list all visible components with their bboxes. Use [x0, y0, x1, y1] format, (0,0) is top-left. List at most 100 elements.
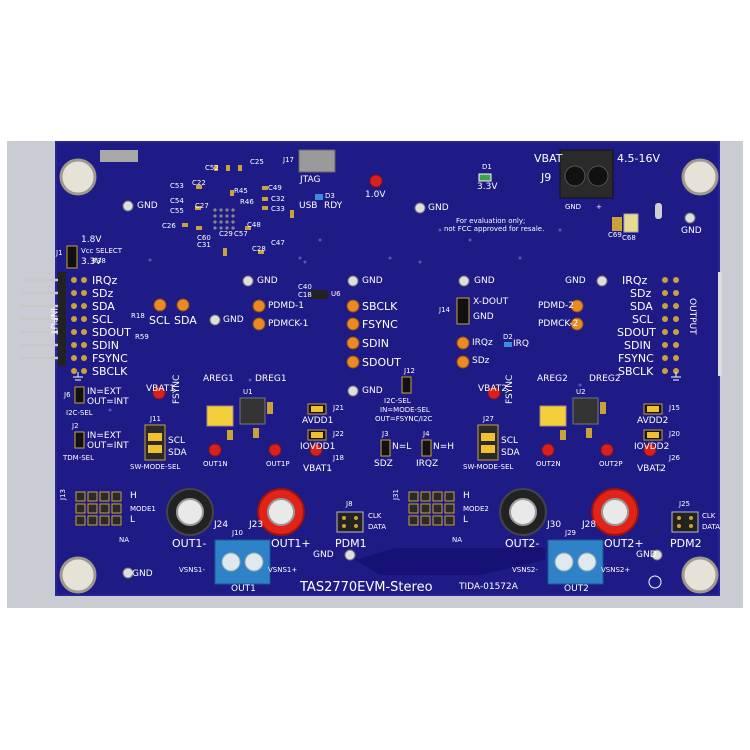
irqz-tp-label: IRQz	[472, 338, 493, 348]
ground-pour-region	[355, 548, 545, 575]
mode2-label: MODE2	[463, 505, 489, 513]
vsns1-minus-label: VSNS1-	[179, 566, 205, 574]
crystal	[655, 203, 662, 219]
out2n-label: OUT2N	[536, 460, 561, 468]
render-background-right	[720, 141, 743, 608]
pdm2-label: PDM2	[670, 537, 702, 550]
gnd-test-points	[122, 200, 696, 579]
j21-label: J21	[333, 404, 344, 412]
c53-label: C53	[170, 182, 184, 190]
u6-chip	[310, 290, 328, 299]
right-pin-sdz: SDz	[630, 287, 652, 300]
ch2-na-label: NA	[452, 536, 463, 544]
left-pin-sdin: SDIN	[92, 339, 119, 352]
c49-label: C49	[268, 184, 282, 192]
r18-label: R18	[131, 312, 145, 320]
j2-label: J2	[72, 422, 79, 430]
ground-symbol-left	[73, 372, 83, 381]
vsns2-plus-label: VSNS2+	[601, 566, 631, 574]
orange-test-points	[153, 298, 584, 369]
pdmd1-label: PDMD-1	[268, 301, 305, 311]
j9-plus-label: +	[596, 203, 602, 211]
j15-label: J15	[669, 404, 680, 412]
red-test-points	[152, 174, 657, 457]
j11-label: J11	[150, 415, 161, 423]
c60-label: C60	[197, 234, 211, 242]
vbat-range-label: 4.5-16V	[617, 152, 660, 165]
d2-led	[504, 342, 512, 347]
vsns2-minus-label: VSNS2-	[512, 566, 538, 574]
vbat-terminal-block	[559, 149, 614, 199]
gnd-label-bl: GND	[132, 569, 153, 579]
j20-label: J20	[669, 430, 680, 438]
j31-label: J31	[392, 489, 400, 500]
c31-label: C31	[197, 241, 211, 249]
j3-label: J3	[382, 430, 389, 438]
avdd1-label: AVDD1	[302, 416, 334, 426]
tdm-sel-label: TDM-SEL	[63, 454, 94, 462]
sdout-tp-label: SDOUT	[362, 356, 401, 369]
right-pin-sda: SDA	[630, 300, 653, 313]
amp1-area	[206, 397, 273, 440]
i2c-sel-label: I2C-SEL	[66, 409, 93, 417]
c68-cap	[623, 213, 639, 233]
c54-label: C54	[170, 197, 184, 205]
j25-label: J25	[679, 500, 690, 508]
gnd-label-row-3: GND	[474, 276, 495, 286]
j10-label: J10	[232, 529, 243, 537]
pdm2-data-label: DATA	[702, 523, 721, 531]
gnd-label-tl: GND	[137, 201, 158, 211]
output-header-edge	[718, 272, 722, 376]
j12-in-mode: IN=MODE-SEL	[380, 406, 430, 414]
avdd2-label: AVDD2	[637, 416, 669, 426]
c52-label: C52	[205, 164, 219, 172]
right-pin-irqz: IRQz	[622, 274, 648, 287]
input-header-body	[58, 272, 66, 366]
j6-label: J6	[64, 391, 71, 399]
c22-label: C22	[192, 179, 206, 187]
usb-label: USB	[299, 201, 318, 211]
pdm1-data-label: DATA	[368, 523, 387, 531]
c32-label: C32	[271, 195, 285, 203]
binding-post-out1-minus	[166, 488, 214, 536]
vbat2-label: VBAT2	[478, 384, 508, 394]
j12-out-fsync: OUT=FSYNC/I2C	[375, 415, 433, 423]
pdmck1-label: PDMCK-1	[268, 319, 309, 329]
out1n-label: OUT1N	[203, 460, 228, 468]
out2-plus-label: OUT2+	[604, 537, 644, 550]
c55-label: C55	[170, 207, 184, 215]
vcc-18v-label: 1.8V	[81, 235, 102, 245]
right-pin-sbclk: SBCLK	[618, 365, 654, 378]
d1-led	[478, 173, 492, 182]
sda-tp-label: SDA	[174, 314, 197, 327]
pdm2-header	[671, 511, 699, 533]
gnd-label-br: GND	[636, 550, 657, 560]
j4-label: J4	[423, 430, 430, 438]
c47-label: C47	[271, 239, 285, 247]
fsync-tp-label: FSYNC	[362, 318, 398, 331]
out1-plus-label: OUT1+	[271, 537, 311, 550]
pdmd2-label: PDMD-2	[538, 301, 575, 311]
d3-led	[315, 194, 323, 200]
ch1-l-label: L	[130, 515, 136, 525]
j28-label: J28	[582, 520, 597, 530]
vias	[108, 228, 662, 472]
j12-jumper	[401, 376, 412, 394]
binding-post-out2-minus	[499, 488, 547, 536]
input-label: INPUT	[48, 308, 58, 335]
out2p-label: OUT2P	[599, 460, 623, 468]
render-background-left	[7, 141, 55, 608]
out1p-label: OUT1P	[266, 460, 290, 468]
areg1-label: AREG1	[203, 374, 234, 384]
j3-jumper	[380, 439, 391, 457]
out1-terminal-block	[214, 539, 271, 585]
u6-label: U6	[331, 290, 341, 298]
j13-label: J13	[59, 489, 67, 500]
j2-in-ext: IN=EXT	[87, 431, 122, 441]
right-header-pads	[662, 277, 679, 374]
j30-label: J30	[547, 520, 562, 530]
right-pin-sdin: SDIN	[624, 339, 651, 352]
ch2-sda-label: SDA	[501, 448, 520, 458]
j18-label: J18	[333, 454, 344, 462]
ch1-sda-label: SDA	[168, 448, 187, 458]
